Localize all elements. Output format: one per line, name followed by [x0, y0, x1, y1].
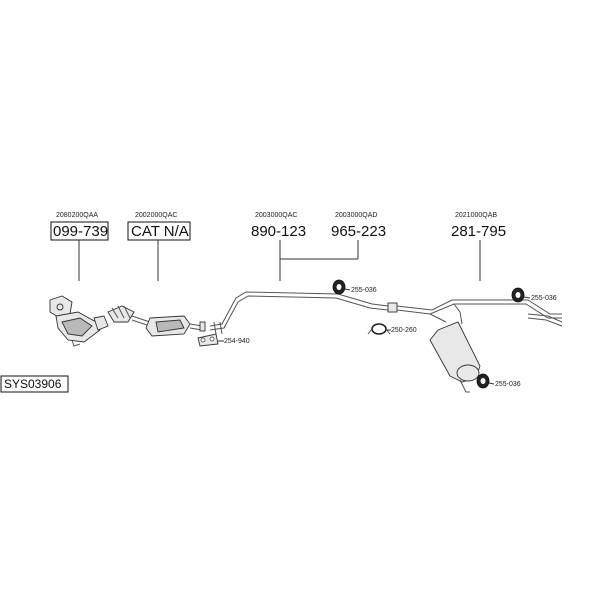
front-pipe-catalyst-drawing [107, 305, 206, 337]
fitting-250-260[interactable]: 250-260 [367, 323, 417, 335]
fitting-code: 254-940 [224, 338, 250, 345]
oem-code-2021000QAB: 2021000QAB [455, 212, 497, 219]
fitting-255-036-silencer[interactable]: 255-036 [476, 373, 521, 389]
part-number-890-123: 890-123 [251, 223, 306, 240]
part-group-965-223[interactable]: 2003000QAD 965-223 [331, 212, 386, 259]
part-group-890-123[interactable]: 2003000QAC 890-123 [251, 212, 306, 281]
fitting-255-036-rear[interactable]: 255-036 [511, 287, 557, 303]
system-code: SYS03906 [4, 377, 62, 391]
fitting-255-036-middle[interactable]: 255-036 [332, 279, 377, 295]
manifold-catalyst-drawing [49, 295, 109, 347]
fitting-code: 255-036 [531, 295, 557, 302]
part-number-281-795: 281-795 [451, 223, 506, 240]
fitting-code: 255-036 [495, 381, 521, 388]
part-group-281-795[interactable]: 2021000QAB 281-795 [451, 212, 506, 281]
part-number-box [127, 221, 191, 241]
fitting-254-940[interactable]: 254-940 [197, 333, 250, 347]
system-code-label: SYS03906 [0, 375, 69, 393]
middle-pipe-drawing [209, 291, 398, 335]
oem-code-2002000QAC: 2002000QAC [135, 212, 177, 219]
part-group-099-739[interactable]: 2080200QAA 099-739 [50, 212, 109, 281]
fitting-code: 255-036 [351, 287, 377, 294]
fitting-code: 250-260 [391, 327, 417, 334]
part-number-cat-na: CAT N/A [131, 223, 189, 240]
oem-code-2080200QAA: 2080200QAA [56, 212, 98, 219]
part-number-965-223: 965-223 [331, 223, 386, 240]
oem-code-2003000QAD: 2003000QAD [335, 212, 377, 219]
rear-silencer-drawing [396, 299, 563, 393]
part-number-099-739: 099-739 [53, 223, 108, 240]
part-group-cat-na[interactable]: 2002000QAC CAT N/A [127, 212, 191, 281]
oem-code-2003000QAC: 2003000QAC [255, 212, 297, 219]
